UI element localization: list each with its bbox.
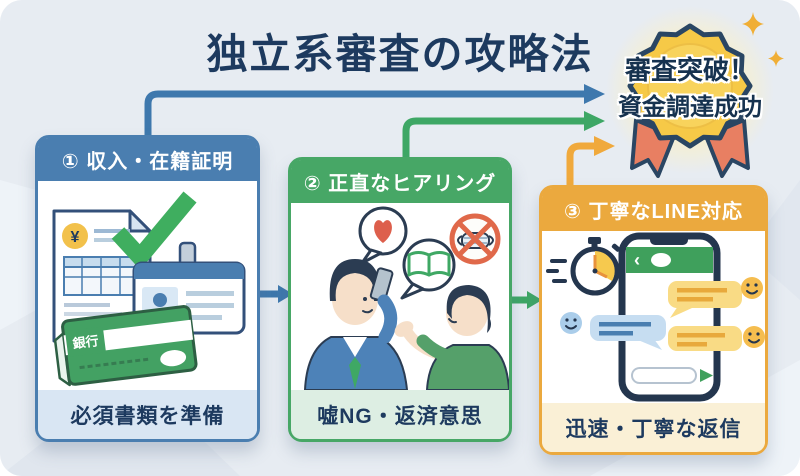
step3-footer: 迅速・丁寧な返信 xyxy=(542,403,765,452)
arrow-step2-to-goal xyxy=(402,111,605,164)
yen-symbol: ¥ xyxy=(71,229,80,246)
step2-panel: ② 正直なヒアリング xyxy=(288,157,512,442)
smiley-icon-orange xyxy=(741,277,763,300)
documents-illustration: ¥ xyxy=(52,191,246,387)
step1-panel: ① 収入・在籍証明 ¥ xyxy=(35,135,260,442)
medal-inner-circle xyxy=(647,43,733,129)
back-chevron: ‹ xyxy=(634,250,640,270)
send-icon xyxy=(700,369,713,383)
step2-header: ② 正直なヒアリング xyxy=(291,160,509,204)
badge-text-line1: 審査突破！ xyxy=(624,55,755,85)
step3-illustration: ‹ xyxy=(542,231,765,403)
step2-illustration xyxy=(291,203,509,391)
bankbook-label: 銀行 xyxy=(72,333,100,351)
arrow-step1-to-goal xyxy=(144,84,605,142)
step3-header: ③ 丁寧なLINE対応 xyxy=(542,188,765,232)
caller-person-icon xyxy=(303,259,409,391)
bankbook-icon: 銀行 xyxy=(53,305,198,387)
heart-speech-bubble-icon xyxy=(358,206,408,265)
chat-bubble-blue xyxy=(590,315,666,351)
chat-bubble-yellow xyxy=(668,281,742,319)
step3-panel: ③ 丁寧なLINE対応 ‹ xyxy=(539,185,768,455)
step1-header: ① 収入・在籍証明 xyxy=(38,138,257,182)
chat-bubble-yellow xyxy=(668,326,742,352)
stopwatch-icon xyxy=(546,237,621,296)
smiley-icon-blue xyxy=(560,312,582,335)
step2-footer: 嘘NG・返済意思 xyxy=(291,390,509,439)
arrow-step3-to-goal xyxy=(566,136,615,192)
step1-illustration: ¥ xyxy=(38,181,257,390)
sparkle-icon xyxy=(742,12,784,67)
customer-person-icon xyxy=(394,285,509,391)
line-chat-illustration: ‹ xyxy=(546,232,765,402)
green-checkmark-icon xyxy=(111,191,197,271)
badge-text-line2: 資金調達成功 xyxy=(618,94,762,121)
smiley-icon-orange xyxy=(743,326,765,349)
page-title: 独立系審査の攻略法 xyxy=(206,31,594,77)
open-book-speech-bubble-icon xyxy=(400,238,456,300)
gold-medal-icon xyxy=(627,23,753,178)
no-mask-prohibition-icon xyxy=(449,213,501,265)
conversation-illustration xyxy=(303,206,509,391)
step1-footer: 必須書類を準備 xyxy=(38,390,257,439)
